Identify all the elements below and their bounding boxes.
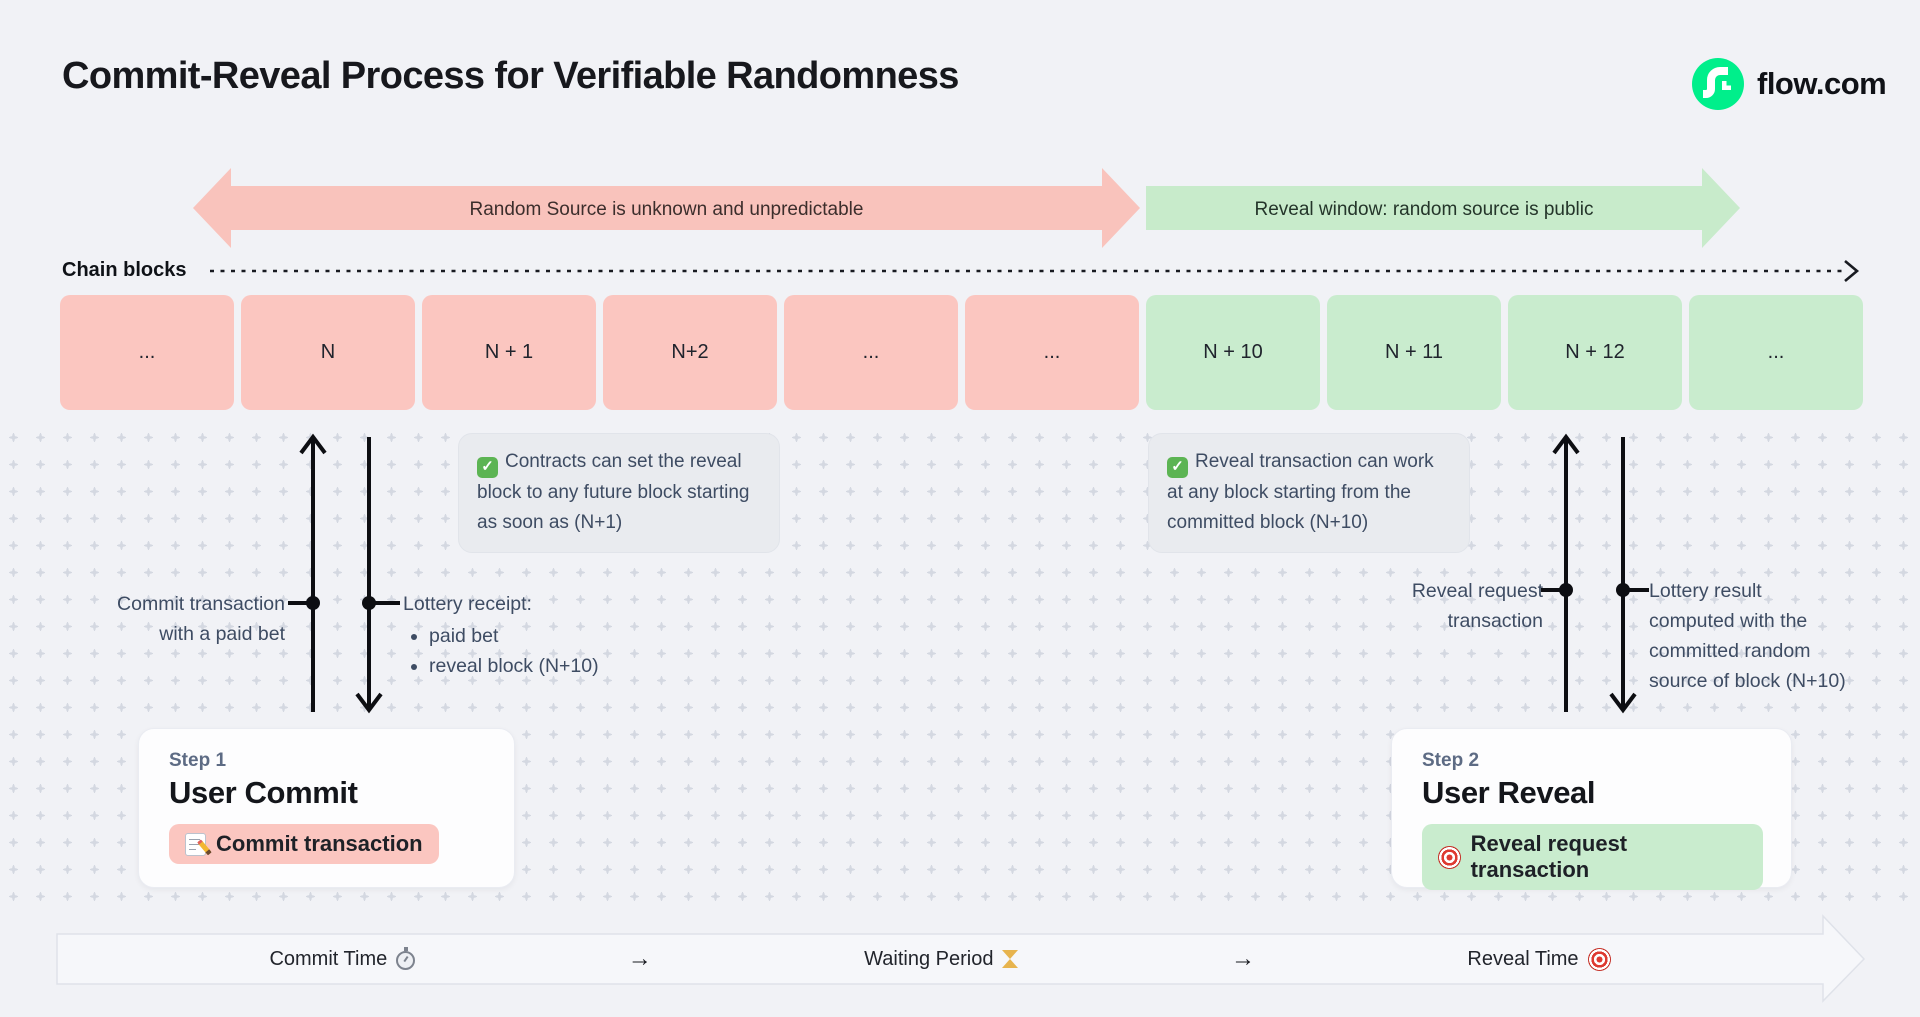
commit-transaction-label: Commit transaction with a paid bet — [117, 593, 285, 645]
memo-icon — [185, 832, 211, 856]
note-text: Contracts can set the reveal block to an… — [477, 451, 750, 533]
target-icon — [1587, 947, 1611, 971]
pill-label: Commit transaction — [216, 831, 423, 856]
chain-block: N + 12 — [1508, 295, 1682, 410]
chain-block: ... — [784, 295, 958, 410]
footer-commit-time: Commit Time — [269, 947, 416, 971]
chain-block: ... — [965, 295, 1139, 410]
chain-blocks-row: ... N N + 1 N+2 ... ... N + 10 N + 11 N … — [60, 295, 1863, 410]
commit-phase-label: Random Source is unknown and unpredictab… — [469, 199, 864, 220]
right-arrow-glyph: → — [1230, 945, 1255, 972]
step-kicker: Step 2 — [1422, 750, 1480, 771]
step-title: User Reveal — [1422, 775, 1596, 810]
footer-waiting-period: Waiting Period — [864, 948, 1019, 971]
reveal-phase-label: Reveal window: random source is public — [1254, 199, 1594, 220]
chain-axis — [210, 260, 1860, 282]
chain-block: ... — [1689, 295, 1863, 410]
note-text: Reveal transaction can work at any block… — [1167, 451, 1434, 533]
lottery-receipt-label: Lottery receipt: paid bet reveal block (… — [403, 589, 599, 681]
chain-block: N + 1 — [422, 295, 596, 410]
footer-reveal-time: Reveal Time — [1467, 947, 1611, 971]
receipt-bullet: reveal block (N+10) — [429, 651, 599, 681]
stopwatch-icon — [396, 947, 416, 970]
note-reveal-transaction-window: ✓Reveal transaction can work at any bloc… — [1148, 433, 1470, 553]
receipt-bullet: paid bet — [429, 621, 599, 651]
note-reveal-block-setting: ✓Contracts can set the reveal block to a… — [458, 433, 780, 553]
pill-label: Reveal request transaction — [1470, 831, 1628, 882]
timeline-footer: Commit Time → Waiting Period → Reveal Ti… — [57, 934, 1823, 984]
chain-block: N — [241, 295, 415, 410]
check-icon: ✓ — [477, 456, 498, 478]
hourglass-icon — [1002, 949, 1019, 969]
chain-block: N + 10 — [1146, 295, 1320, 410]
right-arrow-glyph: → — [627, 945, 652, 972]
chain-blocks-label: Chain blocks — [62, 259, 187, 281]
flow-icon — [1692, 58, 1744, 110]
chain-block: N+2 — [603, 295, 777, 410]
reveal-request-pill: Reveal request transaction — [1422, 824, 1763, 890]
step-card-user-commit: Step 1 User Commit Commit transaction — [138, 728, 515, 888]
reveal-request-label: Reveal request transaction — [1411, 580, 1543, 632]
page-title: Commit-Reveal Process for Verifiable Ran… — [62, 55, 959, 97]
brand-name: flow.com — [1757, 66, 1887, 101]
chain-block: N + 11 — [1327, 295, 1501, 410]
step-card-user-reveal: Step 2 User Reveal Reveal request transa… — [1391, 728, 1792, 890]
target-icon — [1438, 845, 1461, 869]
lottery-result-label: Lottery result computed with the committ… — [1649, 580, 1846, 692]
commit-transaction-pill: Commit transaction — [169, 824, 439, 864]
lottery-receipt-bullets: paid bet reveal block (N+10) — [429, 621, 599, 681]
step-kicker: Step 1 — [169, 750, 227, 771]
brand-logo[interactable]: flow.com — [1692, 58, 1887, 110]
step-title: User Commit — [169, 775, 358, 810]
chain-block: ... — [60, 295, 234, 410]
check-icon: ✓ — [1167, 456, 1188, 478]
